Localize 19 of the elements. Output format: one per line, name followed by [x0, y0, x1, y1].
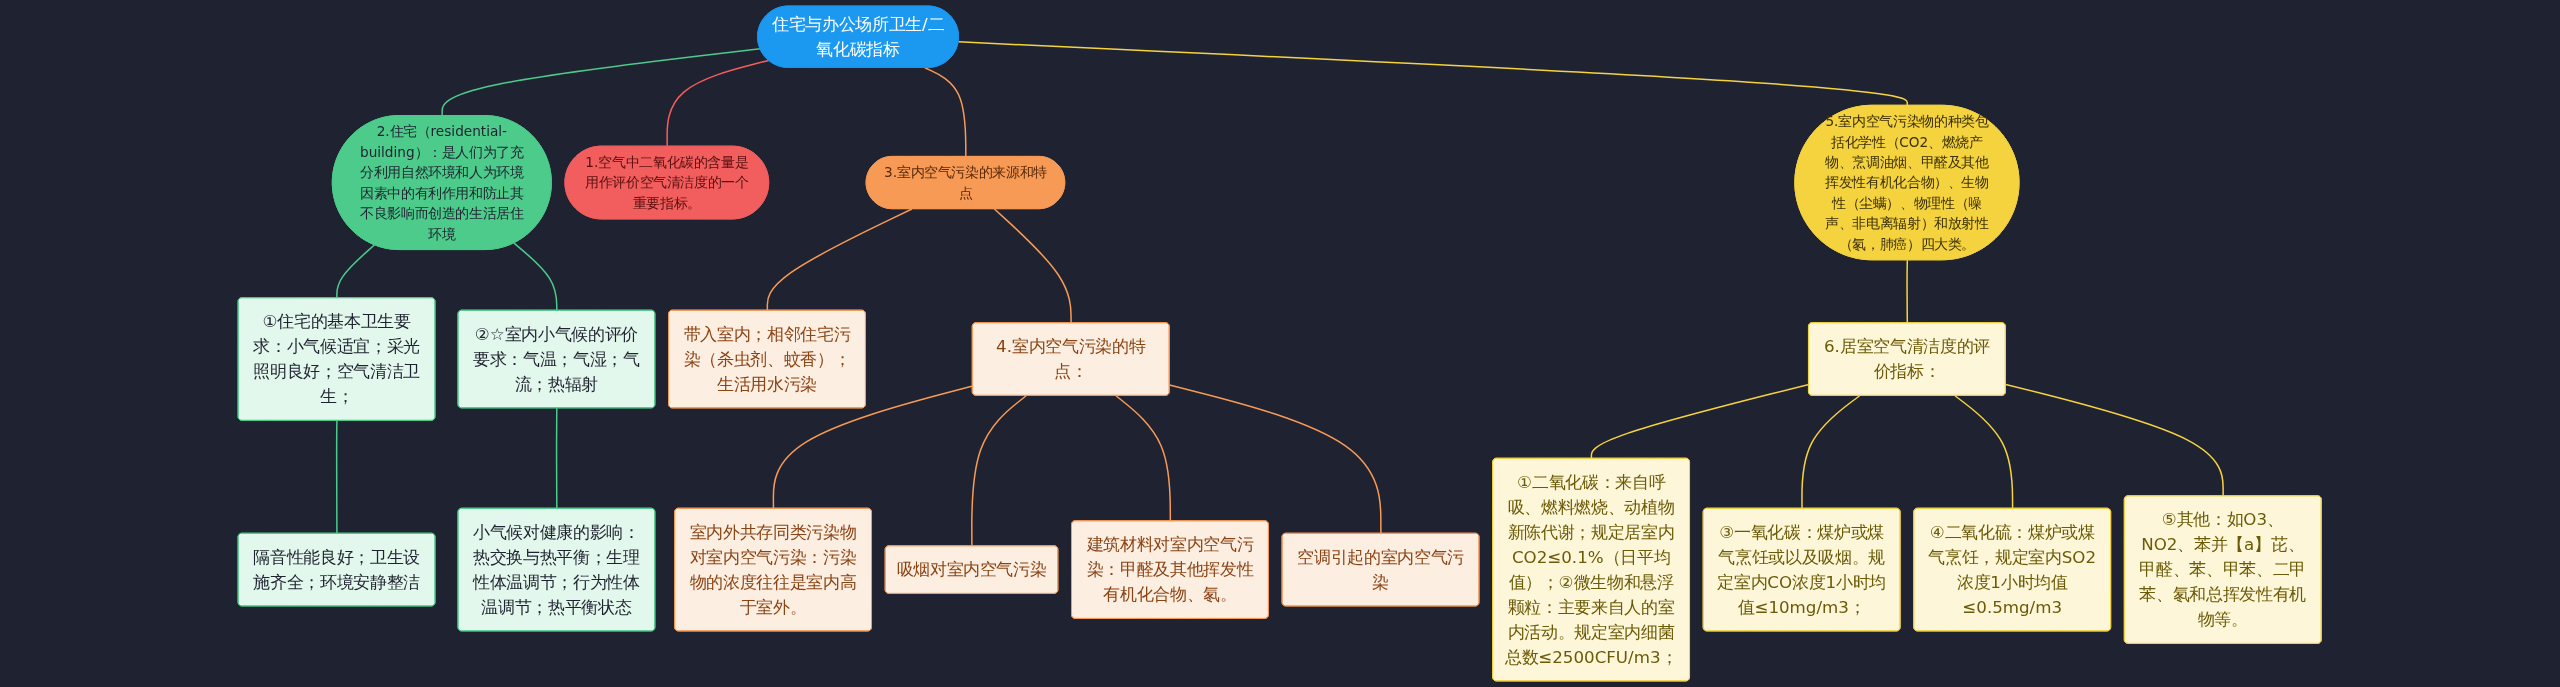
connector: [958, 41, 1909, 107]
connector: [336, 420, 338, 535]
connector: [1115, 395, 1172, 522]
connector: [556, 407, 558, 510]
connector: [441, 48, 762, 117]
connector: [994, 208, 1073, 324]
connector: [513, 242, 558, 312]
connector: [1801, 395, 1861, 510]
connector: [336, 244, 376, 299]
connector: [2005, 383, 2225, 497]
connector: [1906, 259, 1909, 324]
connector: [1169, 384, 1382, 535]
connector: [1591, 383, 1810, 460]
connector: [772, 385, 974, 510]
connector: [924, 67, 967, 158]
connector: [971, 395, 1028, 547]
connector: [666, 59, 770, 148]
connector: [766, 208, 913, 312]
connector: [1954, 395, 2014, 510]
